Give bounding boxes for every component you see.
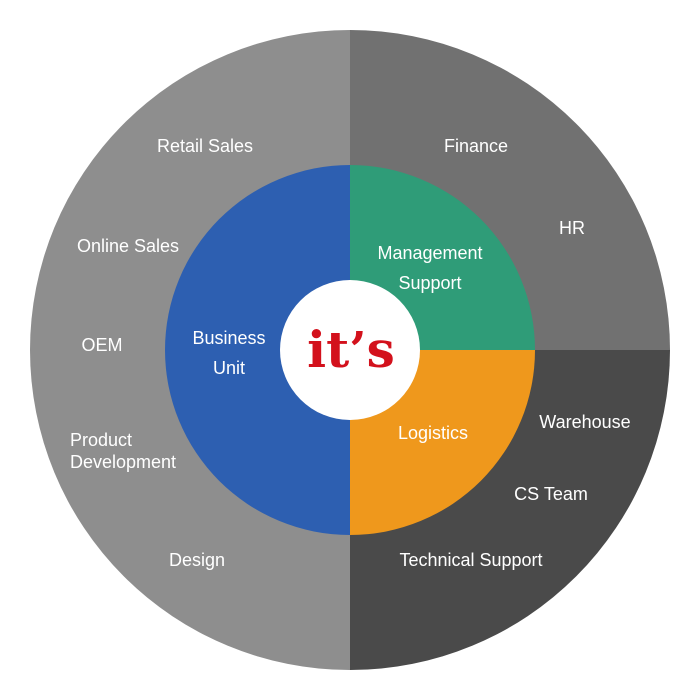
inner-segment-business-unit [165, 165, 350, 535]
outer-label-finance: Finance [444, 136, 508, 156]
outer-label-online-sales: Online Sales [77, 236, 179, 256]
inner-label-management-support-line2: Support [398, 273, 461, 293]
outer-label-oem: OEM [81, 335, 122, 355]
outer-label-hr: HR [559, 218, 585, 238]
center-circle [280, 280, 420, 420]
outer-label-cs-team: CS Team [514, 484, 588, 504]
outer-label-retail-sales: Retail Sales [157, 136, 253, 156]
outer-label-technical-support: Technical Support [399, 550, 542, 570]
outer-label-product-development-line1: Product [70, 430, 132, 450]
inner-label-business-unit-line1: Business [192, 328, 265, 348]
inner-label-business-unit-line2: Unit [213, 358, 245, 378]
outer-label-product-development-line2: Development [70, 452, 176, 472]
inner-label-logistics: Logistics [398, 423, 468, 443]
outer-label-design: Design [169, 550, 225, 570]
inner-label-management-support-line1: Management [377, 243, 482, 263]
outer-label-warehouse: Warehouse [539, 412, 630, 432]
brand-logo: it’s [307, 320, 395, 379]
